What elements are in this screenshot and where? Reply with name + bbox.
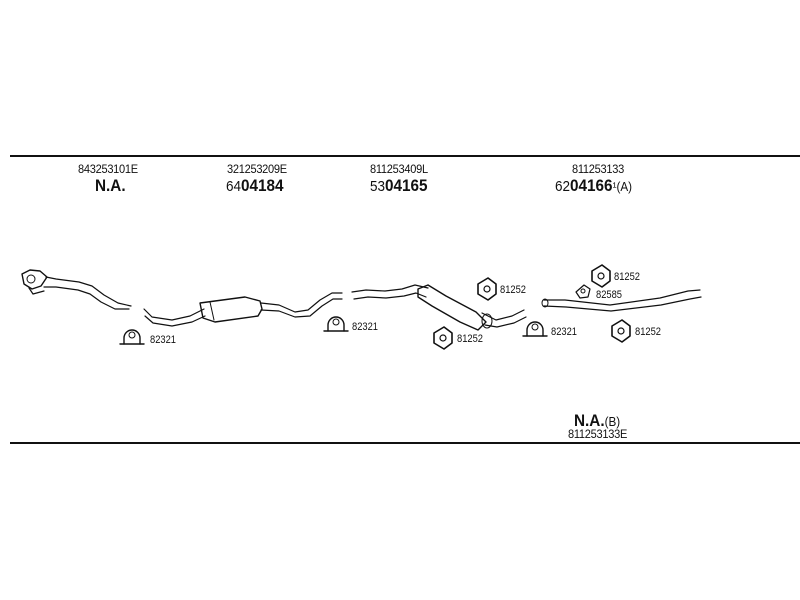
part-number-4: 6204166¹(A) [555,176,633,195]
u-clamp-icon [323,316,349,332]
rubber-hanger-icon [591,264,611,288]
top-rule [10,155,800,157]
rubber-hanger-icon [611,319,631,343]
callout-hanger-4: 81252 [635,326,662,338]
middle-silencer[interactable] [143,292,343,327]
bracket-icon [575,284,591,299]
footer-oe-number: 811253133E [568,427,628,441]
rear-silencer[interactable] [351,284,527,331]
callout-hanger-2: 81252 [457,333,484,345]
part-number-1: N.A. [95,176,126,195]
front-pipe[interactable] [21,269,132,310]
callout-hanger-3: 81252 [614,271,641,283]
callout-hanger-1: 81252 [500,284,527,296]
callout-clamp-3: 82321 [551,326,578,338]
bottom-rule [10,442,800,444]
oe-number-3: 811253409L [370,162,428,176]
u-clamp-icon [522,321,548,337]
footer-part-number: N.A.(B) [574,411,621,430]
callout-clamp-2: 82321 [352,321,379,333]
oe-number-4: 811253133 [572,162,624,176]
callout-bracket: 82585 [596,289,623,301]
oe-number-2: 321253209E [227,162,287,176]
oe-number-1: 843253101E [78,162,138,176]
rubber-hanger-icon [433,326,453,350]
u-clamp-icon [119,329,145,345]
tail-pipe[interactable] [541,289,702,312]
part-number-2: 6404184 [226,176,284,195]
part-number-3: 5304165 [370,176,428,195]
rubber-hanger-icon [477,277,497,301]
callout-clamp-1: 82321 [150,334,177,346]
